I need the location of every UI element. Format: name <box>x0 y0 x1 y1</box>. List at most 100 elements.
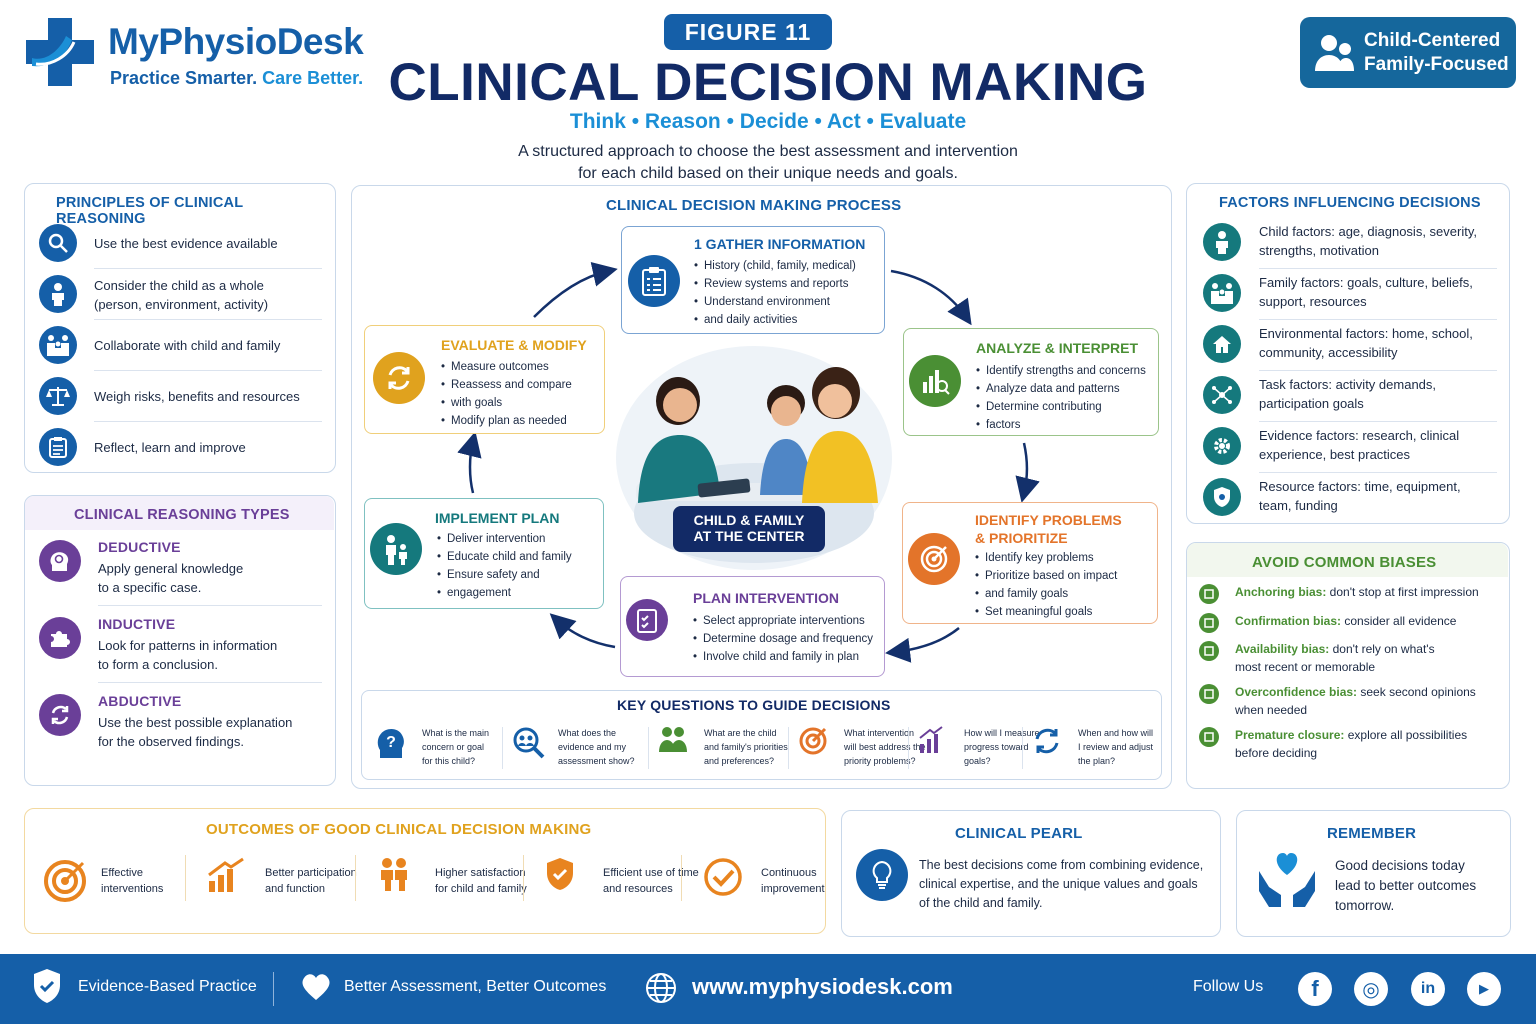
bias-icon <box>1199 641 1219 661</box>
target-icon <box>908 533 960 585</box>
reasoning-types-panel: CLINICAL REASONING TYPES DEDUCTIVE Apply … <box>24 495 336 786</box>
reasoning-types-title: CLINICAL REASONING TYPES <box>74 507 290 523</box>
head-question-icon: ? <box>376 726 406 765</box>
family-icon <box>1315 35 1354 71</box>
gear-icon <box>1203 427 1241 465</box>
step-implement-plan: IMPLEMENT PLAN Deliver interventionEduca… <box>364 498 604 609</box>
principle-text: Weigh risks, benefits and resources <box>94 389 300 404</box>
key-questions-panel: KEY QUESTIONS TO GUIDE DECISIONS ? What i… <box>361 690 1162 780</box>
factors-title: FACTORS INFLUENCING DECISIONS <box>1219 195 1481 211</box>
principles-title: PRINCIPLES OF CLINICAL REASONING <box>56 195 244 227</box>
brand-tagline: Practice Smarter. Care Better. <box>110 68 364 88</box>
magnifier-people-icon <box>512 726 546 765</box>
clinical-pearl-panel: CLINICAL PEARL The best decisions come f… <box>841 810 1221 937</box>
intro-text: A structured approach to choose the best… <box>518 143 1018 182</box>
biases-panel: AVOID COMMON BIASES Anchoring bias: don'… <box>1186 542 1510 789</box>
outcomes-panel: OUTCOMES OF GOOD CLINICAL DECISION MAKIN… <box>24 808 826 934</box>
brand-name: MyPhysioDesk <box>108 21 364 62</box>
factors-panel: FACTORS INFLUENCING DECISIONS Child fact… <box>1186 183 1510 524</box>
checklist-icon <box>626 599 668 641</box>
instagram-icon[interactable]: ◎ <box>1354 972 1388 1006</box>
lightbulb-icon <box>856 849 908 901</box>
reasoning-type-name: ABDUCTIVE <box>98 693 182 709</box>
principle-text: Reflect, learn and improve <box>94 440 246 455</box>
principle-text: Use the best evidence available <box>94 236 278 251</box>
person-icon <box>1203 223 1241 261</box>
network-icon <box>1203 376 1241 414</box>
house-icon <box>1203 325 1241 363</box>
facebook-icon[interactable]: f <box>1298 972 1332 1006</box>
reasoning-type-name: DEDUCTIVE <box>98 539 181 555</box>
logo-cross-icon <box>26 18 94 86</box>
globe-icon <box>646 973 676 1003</box>
principle-text: Collaborate with child and family <box>94 338 281 353</box>
key-questions-title: KEY QUESTIONS TO GUIDE DECISIONS <box>617 697 891 713</box>
shield-check-icon <box>34 969 60 1003</box>
outcomes-title: OUTCOMES OF GOOD CLINICAL DECISION MAKIN… <box>206 821 592 838</box>
footer-evidence-based: Evidence-Based Practice <box>78 978 257 995</box>
factor-text: Resource factors: time, equipment,team, … <box>1259 479 1461 513</box>
bias-icon <box>1199 727 1219 747</box>
website-link[interactable]: www.myphysiodesk.com <box>692 974 953 999</box>
family-icon <box>377 857 411 896</box>
people-icon <box>658 726 688 757</box>
heart-icon <box>302 974 330 1000</box>
footer-better-assessment: Better Assessment, Better Outcomes <box>344 978 607 995</box>
shield-check-icon <box>545 857 575 896</box>
refresh-icon <box>373 352 425 404</box>
remember-title: REMEMBER <box>1327 825 1417 842</box>
target-icon <box>43 857 89 908</box>
scales-icon <box>39 377 77 415</box>
step-analyze-interpret: ANALYZE & INTERPRET Identify strengths a… <box>903 328 1159 436</box>
person-icon <box>39 275 77 313</box>
refresh-icon <box>1032 726 1062 761</box>
step-evaluate-modify: EVALUATE & MODIFY Measure outcomesReasse… <box>364 325 605 434</box>
biases-title: AVOID COMMON BIASES <box>1252 554 1437 571</box>
hands-heart-icon <box>1259 853 1315 907</box>
bias-text: Confirmation bias: consider all evidence <box>1235 614 1457 628</box>
bias-text: Anchoring bias: don't stop at first impr… <box>1235 585 1479 599</box>
family-icon <box>39 326 77 364</box>
puzzle-icon <box>39 617 81 659</box>
linkedin-icon[interactable]: in <box>1411 972 1445 1006</box>
target-icon <box>798 726 828 761</box>
page-title: CLINICAL DECISION MAKING <box>388 53 1148 112</box>
brain-head-icon <box>39 540 81 582</box>
svg-text:?: ? <box>386 734 396 751</box>
youtube-icon[interactable]: ▶ <box>1467 972 1501 1006</box>
chart-up-icon <box>918 726 944 759</box>
parent-child-icon <box>370 523 422 575</box>
follow-us-label: Follow Us <box>1193 978 1264 995</box>
chart-magnifier-icon <box>909 355 961 407</box>
chart-up-icon <box>207 857 245 898</box>
family-icon <box>1203 274 1241 312</box>
page-subtitle: Think • Reason • Decide • Act • Evaluate <box>569 110 967 133</box>
factor-text: Child factors: age, diagnosis, severity,… <box>1259 224 1477 258</box>
reasoning-type-name: INDUCTIVE <box>98 616 176 632</box>
check-circle-icon <box>703 857 743 902</box>
process-title: CLINICAL DECISION MAKING PROCESS <box>606 197 902 214</box>
step-gather-information: 1 GATHER INFORMATION History (child, fam… <box>621 226 885 334</box>
footer-bar: Evidence-Based Practice Better Assessmen… <box>0 954 1536 1024</box>
refresh-icon <box>39 694 81 736</box>
principles-panel: PRINCIPLES OF CLINICAL REASONING Use the… <box>24 183 336 473</box>
factor-text: Family factors: goals, culture, beliefs,… <box>1259 275 1473 309</box>
figure-label: FIGURE 11 <box>664 14 832 50</box>
shield-gear-icon <box>1203 478 1241 516</box>
